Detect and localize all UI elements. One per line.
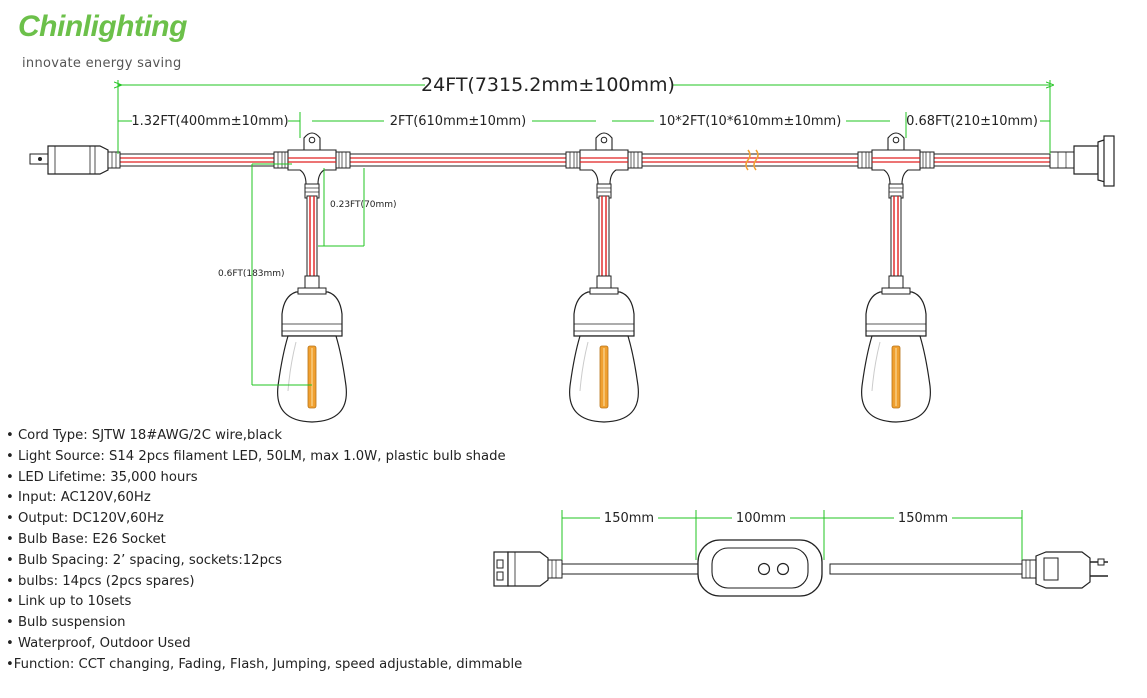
dim-segment4-label: 0.68FT(210±10mm) xyxy=(906,114,1038,129)
spec-waterproof: • Waterproof, Outdoor Used xyxy=(6,635,191,651)
spec-list: • Cord Type: SJTW 18#AWG/2C wire,black •… xyxy=(6,426,522,676)
switch-cord-diagram xyxy=(493,539,1108,597)
male-plug-end xyxy=(29,145,121,175)
dim-segment2-label: 2FT(610mm±10mm) xyxy=(390,114,527,129)
dim-segment3-label: 10*2FT(10*610mm±10mm) xyxy=(659,114,842,129)
socket-3 xyxy=(857,132,935,423)
dim-total-label: 24FT(7315.2mm±100mm) xyxy=(421,74,675,96)
switch-dim-left-label: 150mm xyxy=(604,511,654,526)
switch-dimension-lines xyxy=(561,510,1023,560)
spec-bulb-spacing: • Bulb Spacing: 2’ spacing, sockets:12pc… xyxy=(6,552,283,568)
dim-drop-short-label: 0.23FT(70mm) xyxy=(330,200,397,210)
spec-led-lifetime: • LED Lifetime: 35,000 hours xyxy=(6,469,198,485)
brand-name: Chinlighting xyxy=(18,10,187,43)
spec-cord-type: • Cord Type: SJTW 18#AWG/2C wire,black xyxy=(6,428,282,443)
spec-input: • Input: AC120V,60Hz xyxy=(6,490,151,506)
socket-2 xyxy=(565,132,643,423)
spec-link-up: • Link up to 10sets xyxy=(6,594,132,610)
dimension-lines xyxy=(118,80,1050,386)
brand-tagline: innovate energy saving xyxy=(22,56,182,71)
spec-bulbs: • bulbs: 14pcs (2pcs spares) xyxy=(6,573,195,589)
switch-dim-middle-label: 100mm xyxy=(736,511,786,526)
spec-bulb-base: • Bulb Base: E26 Socket xyxy=(6,531,166,547)
spec-output: • Output: DC120V,60Hz xyxy=(6,511,164,527)
spec-bulb-suspension: • Bulb suspension xyxy=(6,615,126,631)
female-plug-end xyxy=(1049,135,1115,187)
spec-function: •Function: CCT changing, Fading, Flash, … xyxy=(6,656,523,672)
socket-1 xyxy=(273,132,351,423)
switch-dim-right-label: 150mm xyxy=(898,511,948,526)
dim-segment1-label: 1.32FT(400mm±10mm) xyxy=(131,114,288,129)
spec-light-source: • Light Source: S14 2pcs filament LED, 5… xyxy=(6,448,506,464)
dim-drop-long-label: 0.6FT(183mm) xyxy=(218,269,285,279)
brand-logo: Chinlighting xyxy=(18,10,187,44)
